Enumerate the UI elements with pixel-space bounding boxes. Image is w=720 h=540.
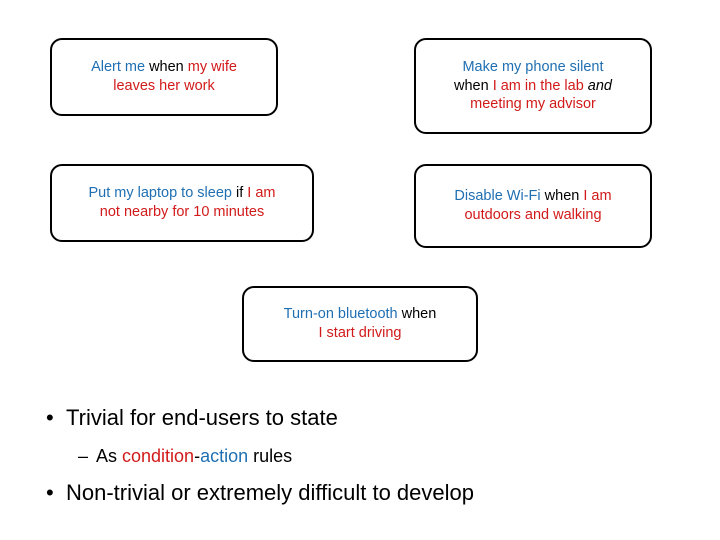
bullet-marker: – [78,446,89,466]
rule-text-line: outdoors and walking [454,206,611,225]
rule-text-segment: when [149,59,188,76]
rule-text-line: Turn-on bluetooth when [284,305,437,324]
rule-text-segment: and [587,77,612,94]
bullet-text-segment: action [200,446,249,466]
rule-text-line: leaves her work [91,77,237,96]
rule-text-segment: I start driving [318,325,402,341]
rule-text-segment: Turn-on bluetooth [283,306,402,323]
rule-text-segment: Alert me [91,59,150,76]
bullet-marker: • [46,405,54,430]
rule-text-line: Disable Wi-Fi when I am [454,187,611,206]
rule-text-line: meeting my advisor [454,95,612,114]
rule-text-segment: Put my laptop to sleep [88,185,236,202]
bullet-trivial: • Trivial for end-users to state [46,405,338,431]
rule-text-segment: I am [583,188,612,205]
bullet-marker: • [46,480,54,505]
rule-text-line: Put my laptop to sleep if I am [89,184,276,203]
rule-text-segment: I am [247,185,276,202]
rule-text-segment: if [236,185,248,202]
rule-text-line: Alert me when my wife [91,58,237,77]
bullet-text-segment: condition [122,446,195,466]
rule-text-segment: Disable Wi-Fi [454,188,545,205]
rule-text-line: Make my phone silent [454,58,612,77]
rule-text-segment: I am in the lab [492,77,588,94]
bullet-text-segment: As [96,446,123,466]
bullet-non-trivial: • Non-trivial or extremely difficult to d… [46,480,474,506]
rule-text-segment: when [544,188,584,205]
rule-text-segment: leaves her work [113,78,215,94]
rule-text-line: not nearby for 10 minutes [89,203,276,222]
rule-text-segment: when [401,306,437,323]
rule-text-line: I start driving [284,324,437,343]
rule-text-segment: Make my phone silent [462,59,604,76]
bullet-text-segment: Trivial for end-users to state [66,405,338,430]
rule-text-segment: outdoors and walking [464,207,602,223]
rule-text-segment: for 10 minutes [172,204,265,220]
bullet-text-segment: rules [248,446,293,466]
rule-text-segment: meeting my advisor [470,96,596,113]
bullet-text-segment: Non-trivial or extremely difficult to de… [66,480,474,505]
bullet-text-segment: - [194,446,201,466]
rule-text-segment: not nearby [99,204,173,220]
rule-text-line: when I am in the lab and [454,77,612,96]
rule-text-segment: my wife [187,59,237,76]
rule-text-segment: when [453,77,493,94]
bullet-condition-action: –As condition-action rules [78,446,292,467]
